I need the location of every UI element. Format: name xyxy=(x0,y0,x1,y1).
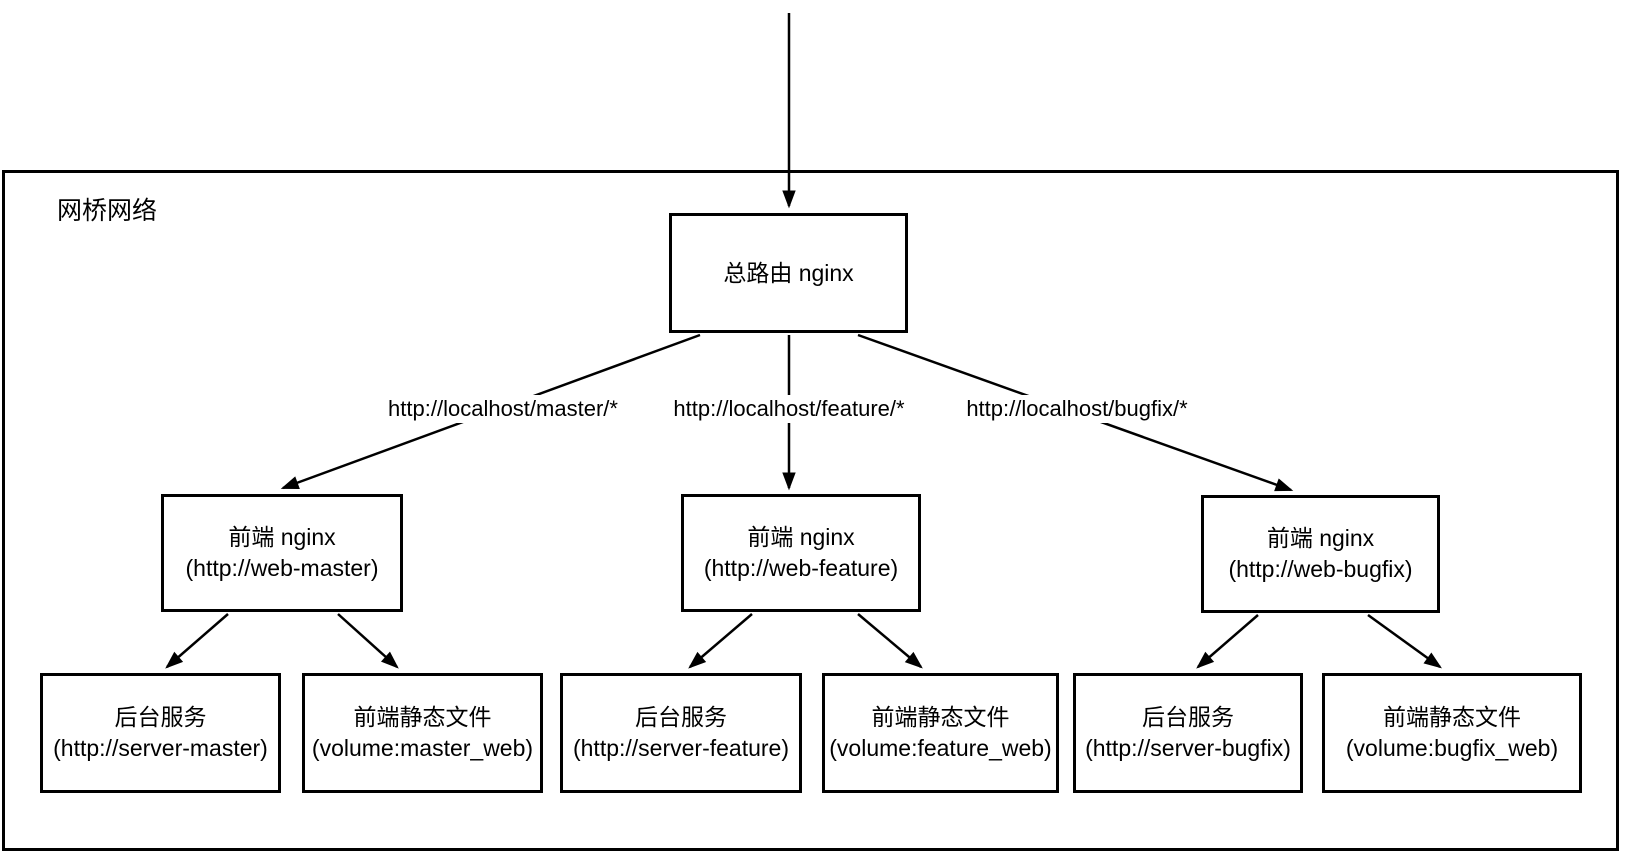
node-title: 后台服务 xyxy=(114,704,207,730)
edge-label-bugfix: http://localhost/bugfix/* xyxy=(962,395,1192,423)
node-title: 前端静态文件 xyxy=(353,704,492,730)
edge-web-feature-to-server xyxy=(688,613,753,669)
node-title: 前端静态文件 xyxy=(871,704,1010,730)
node-subtitle: (http://web-bugfix) xyxy=(1228,556,1413,582)
node-volume-feature-web: 前端静态文件 (volume:feature_web) xyxy=(822,673,1059,793)
node-web-bugfix: 前端 nginx (http://web-bugfix) xyxy=(1201,495,1440,613)
edge-web-feature-to-volume xyxy=(857,613,923,669)
node-subtitle: (volume:feature_web) xyxy=(829,735,1052,761)
edge-web-bugfix-to-server xyxy=(1196,614,1259,669)
node-title: 前端 nginx xyxy=(228,524,336,550)
node-web-feature: 前端 nginx (http://web-feature) xyxy=(681,494,921,612)
node-web-master: 前端 nginx (http://web-master) xyxy=(161,494,403,612)
node-title: 前端 nginx xyxy=(747,524,855,550)
bridge-network-label: 网桥网络 xyxy=(57,197,158,225)
node-server-master: 后台服务 (http://server-master) xyxy=(40,673,281,793)
node-subtitle: (volume:bugfix_web) xyxy=(1345,735,1559,761)
node-volume-bugfix-web: 前端静态文件 (volume:bugfix_web) xyxy=(1322,673,1582,793)
node-title: 后台服务 xyxy=(1142,704,1234,730)
node-subtitle: (http://server-feature) xyxy=(572,735,790,761)
node-subtitle: (http://server-bugfix) xyxy=(1085,735,1291,761)
node-subtitle: (http://web-feature) xyxy=(703,555,899,581)
node-subtitle: (http://server-master) xyxy=(53,735,268,761)
bridge-network-container: 网桥网络 xyxy=(2,170,1619,851)
node-server-feature: 后台服务 (http://server-feature) xyxy=(560,673,802,793)
node-title: 前端 nginx xyxy=(1266,525,1375,551)
edge-web-master-to-volume xyxy=(337,613,399,669)
node-subtitle: (volume:master_web) xyxy=(311,735,534,761)
node-title: 后台服务 xyxy=(635,704,727,730)
edge-web-bugfix-to-volume xyxy=(1367,613,1442,669)
node-root-nginx: 总路由 nginx xyxy=(669,213,908,333)
edge-label-feature: http://localhost/feature/* xyxy=(669,395,909,423)
node-title: 前端静态文件 xyxy=(1383,704,1521,730)
node-title: 总路由 nginx xyxy=(723,259,854,286)
edge-web-master-to-server xyxy=(165,613,229,669)
node-server-bugfix: 后台服务 (http://server-bugfix) xyxy=(1073,673,1303,793)
node-volume-master-web: 前端静态文件 (volume:master_web) xyxy=(302,673,543,793)
edge-label-master: http://localhost/master/* xyxy=(384,395,622,423)
node-subtitle: (http://web-master) xyxy=(185,555,379,581)
